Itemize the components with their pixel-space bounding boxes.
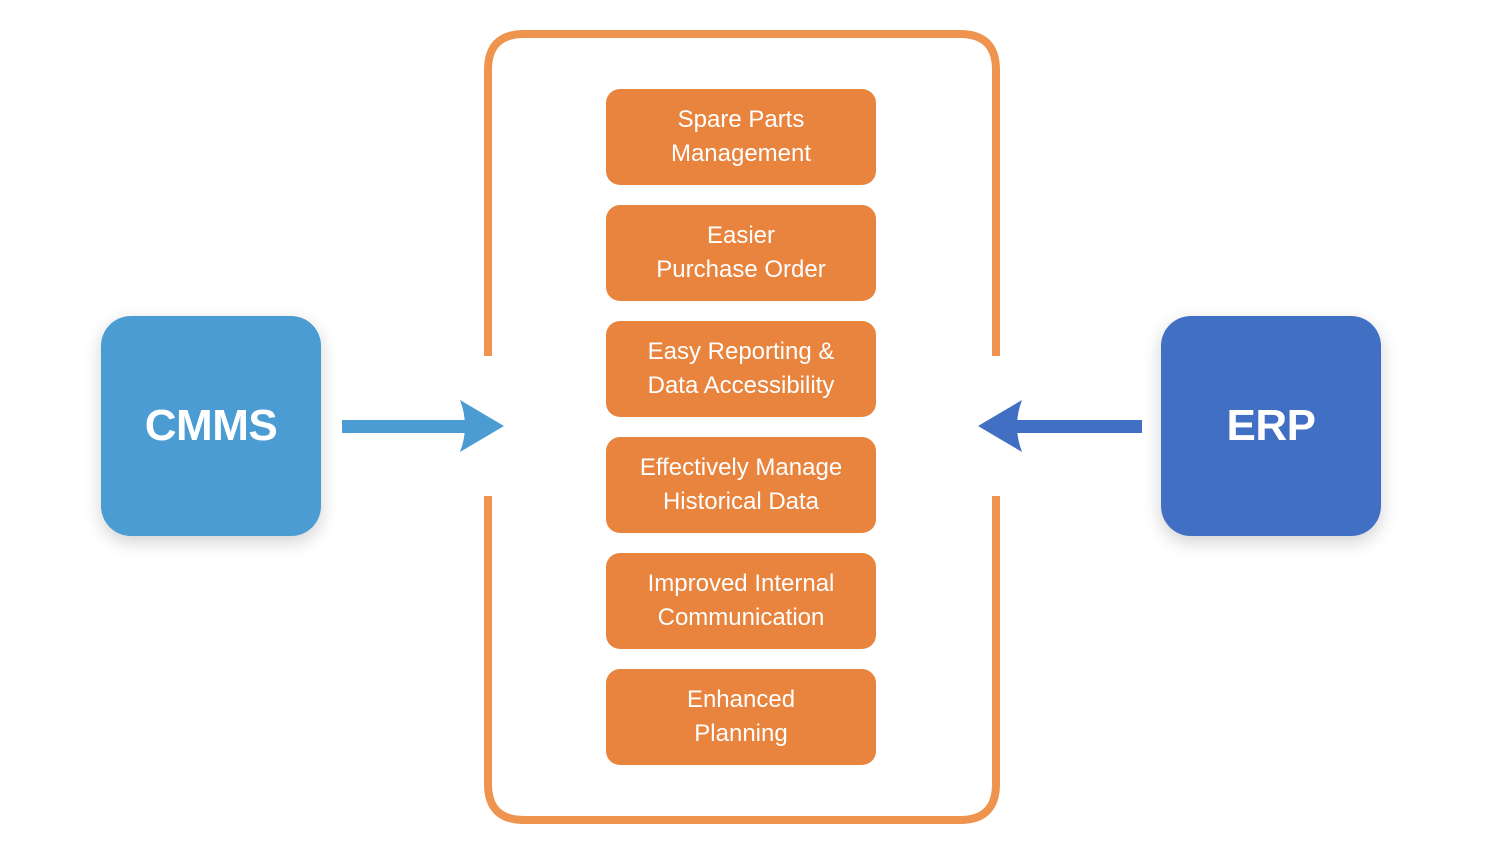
cmms-box: CMMS	[101, 316, 321, 536]
benefit-label: Improved Internal Communication	[647, 570, 835, 631]
benefit-easier-purchase-order: Easier Purchase Order	[606, 205, 876, 301]
benefit-historical-data: Effectively Manage Historical Data	[606, 437, 876, 533]
benefit-spare-parts-management: Spare Parts Management	[606, 89, 876, 185]
erp-box: ERP	[1161, 316, 1381, 536]
arrow-left-icon	[978, 400, 1142, 452]
benefit-label: Enhanced Planning	[686, 686, 796, 747]
benefit-internal-communication: Improved Internal Communication	[606, 553, 876, 649]
benefit-label: Effectively Manage Historical Data	[639, 454, 843, 515]
benefit-label: Easier Purchase Order	[656, 222, 826, 283]
benefits-frame	[484, 30, 1000, 824]
benefit-label: Spare Parts Management	[670, 106, 812, 167]
cmms-label: CMMS	[144, 401, 278, 450]
benefit-easy-reporting: Easy Reporting & Data Accessibility	[606, 321, 876, 417]
arrow-right-icon	[342, 400, 504, 452]
erp-label: ERP	[1226, 401, 1316, 450]
benefit-label: Easy Reporting & Data Accessibility	[647, 338, 835, 399]
benefits-frame-border	[484, 30, 1000, 824]
benefit-enhanced-planning: Enhanced Planning	[606, 669, 876, 765]
